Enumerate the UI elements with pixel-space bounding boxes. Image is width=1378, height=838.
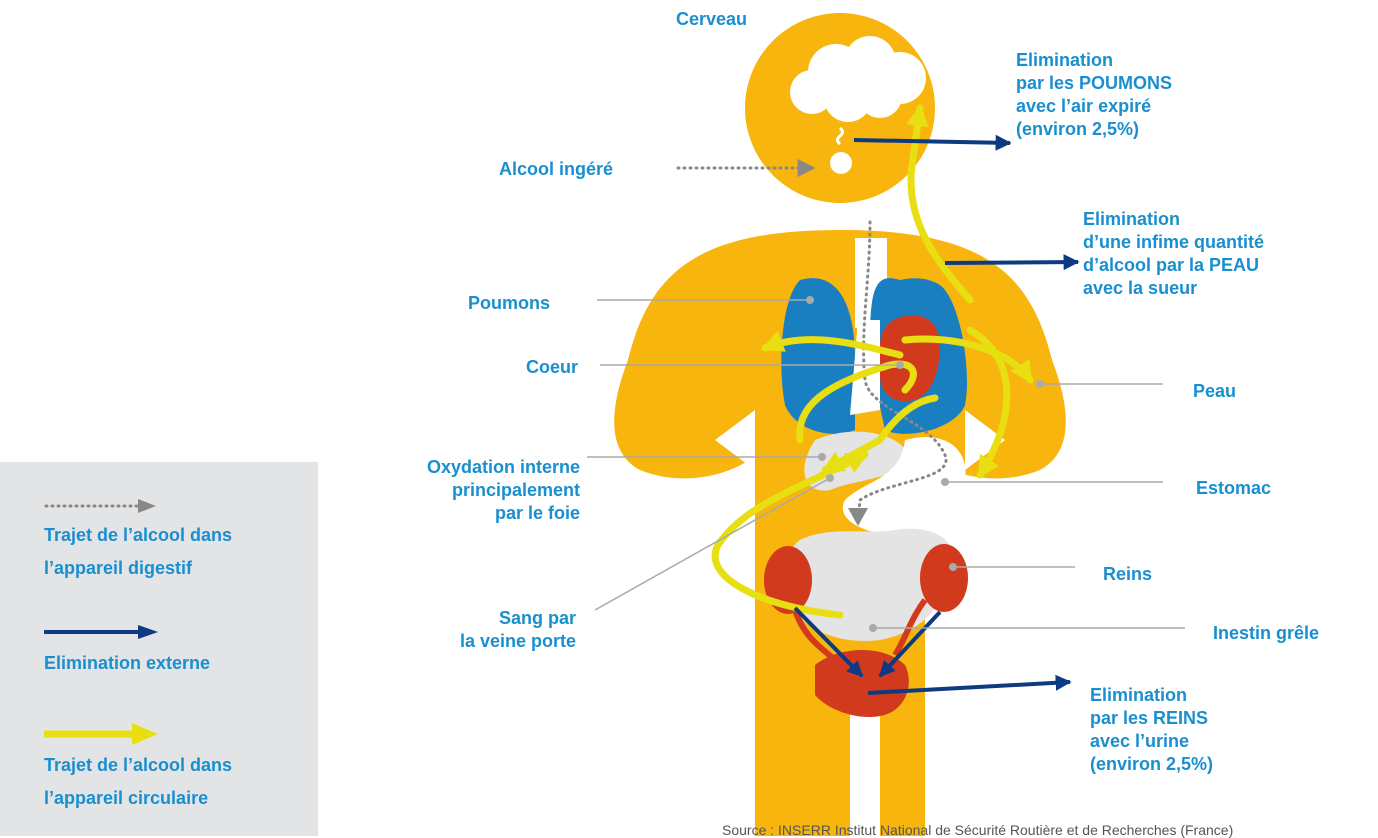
legend-circulaire: Trajet de l’alcool dans l’appareil circu… (44, 749, 232, 815)
label-estomac: Estomac (1196, 477, 1271, 500)
label-oxydation: Oxydation interne principalement par le … (330, 456, 580, 525)
legend: Trajet de l’alcool dans l’appareil diges… (0, 462, 318, 836)
label-elim-reins: Elimination par les REINS avec l’urine (… (1090, 684, 1213, 776)
legend-externe: Elimination externe (44, 647, 210, 680)
legend-digestif: Trajet de l’alcool dans l’appareil diges… (44, 519, 232, 585)
label-sang: Sang par la veine porte (380, 607, 576, 653)
label-elim-peau: Elimination d’une infime quantité d’alco… (1083, 208, 1264, 300)
left-lung (781, 278, 855, 434)
label-cerveau: Cerveau (676, 8, 747, 31)
label-alcool-ingere: Alcool ingéré (499, 158, 613, 181)
label-elim-poumons: Elimination par les POUMONS avec l’air e… (1016, 49, 1172, 141)
label-coeur: Coeur (526, 356, 578, 379)
label-poumons: Poumons (468, 292, 550, 315)
mouth-icon (830, 152, 852, 174)
label-peau: Peau (1193, 380, 1236, 403)
label-intestin: Inestin grêle (1213, 622, 1319, 645)
label-reins: Reins (1103, 563, 1152, 586)
